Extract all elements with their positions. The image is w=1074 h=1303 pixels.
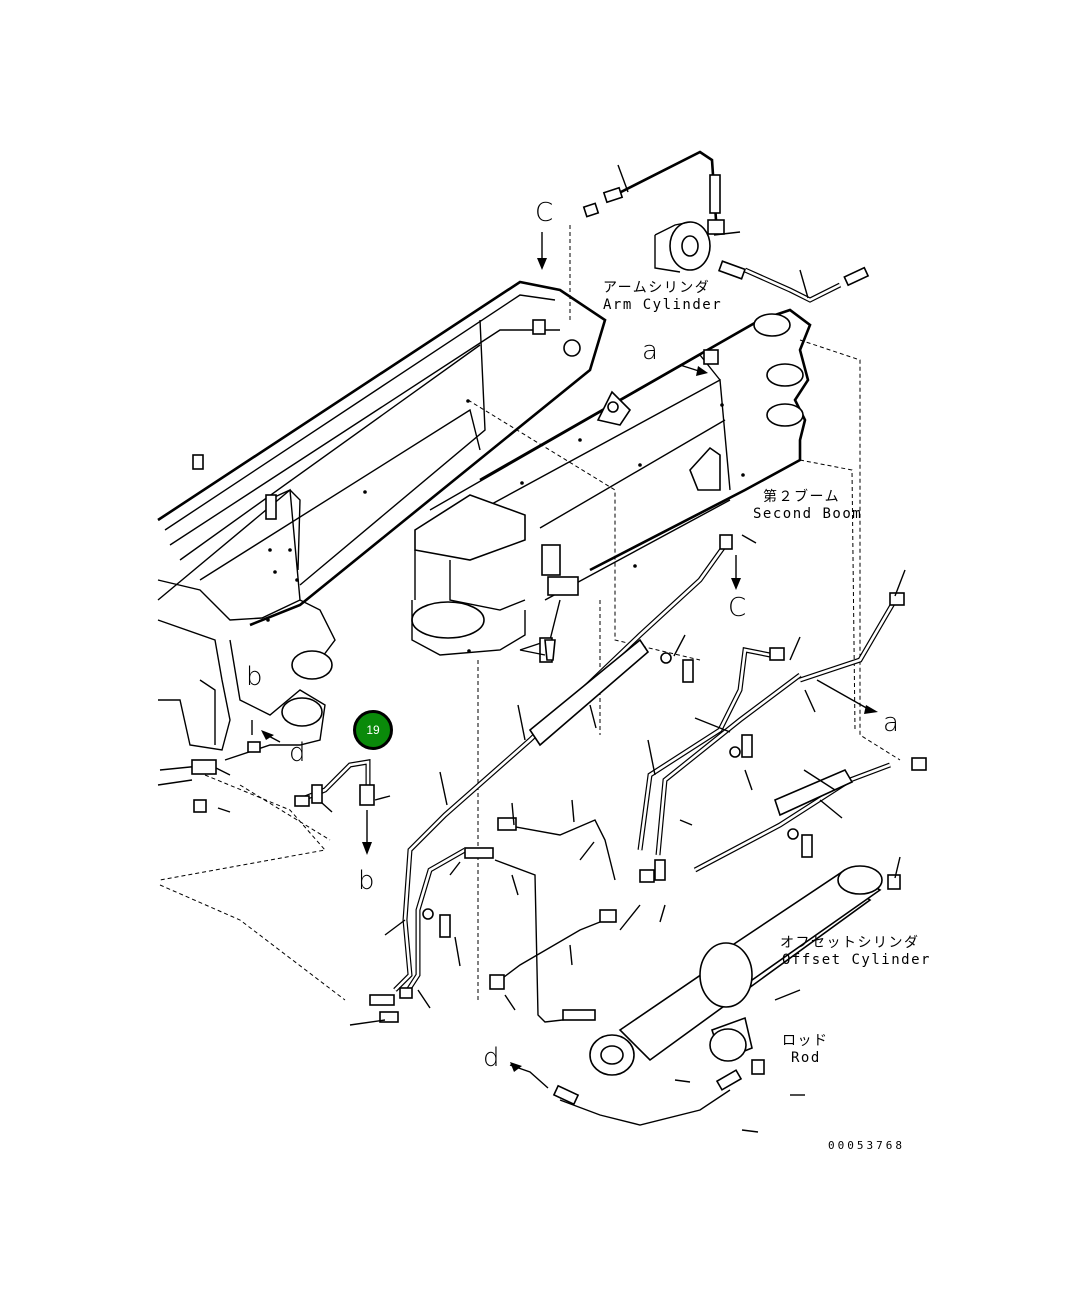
rod-label-en: Rod — [791, 1050, 821, 1066]
connection-letter-d-bottom: d — [483, 1043, 500, 1073]
offset-cylinder — [509, 865, 883, 1133]
arm-cylinder-label-en: Arm Cylinder — [603, 297, 723, 313]
connection-letter-b-low: b — [358, 866, 375, 896]
hydraulic-tubes — [349, 534, 927, 1026]
connection-letter-a-right: a — [883, 708, 899, 738]
first-boom — [157, 280, 607, 1001]
arm-cylinder-label-jp: アームシリンダ — [603, 280, 711, 296]
connection-letter-d-left: d — [289, 738, 306, 768]
connection-letter-a-top: a — [642, 336, 658, 366]
item-19-hose — [157, 720, 391, 855]
document-number: 00053768 — [828, 1139, 905, 1152]
offset-cylinder-label-jp: オフセットシリンダ — [780, 935, 920, 951]
second-boom-label-en: Second Boom — [753, 506, 863, 522]
arm-cylinder-hoses — [537, 150, 870, 303]
rod-label-jp: ロッド — [782, 1033, 829, 1049]
connection-letter-c-mid: C — [728, 593, 747, 623]
part-callout-19[interactable]: 19 — [353, 710, 393, 750]
connection-arrows — [679, 364, 878, 714]
second-boom — [411, 225, 901, 1000]
connection-letter-b-left: b — [246, 662, 263, 692]
offset-cylinder-label-en: Offset Cylinder — [782, 952, 931, 968]
connection-letter-c-top: C — [535, 198, 554, 228]
second-boom-label-jp: 第２ブーム — [763, 489, 841, 505]
